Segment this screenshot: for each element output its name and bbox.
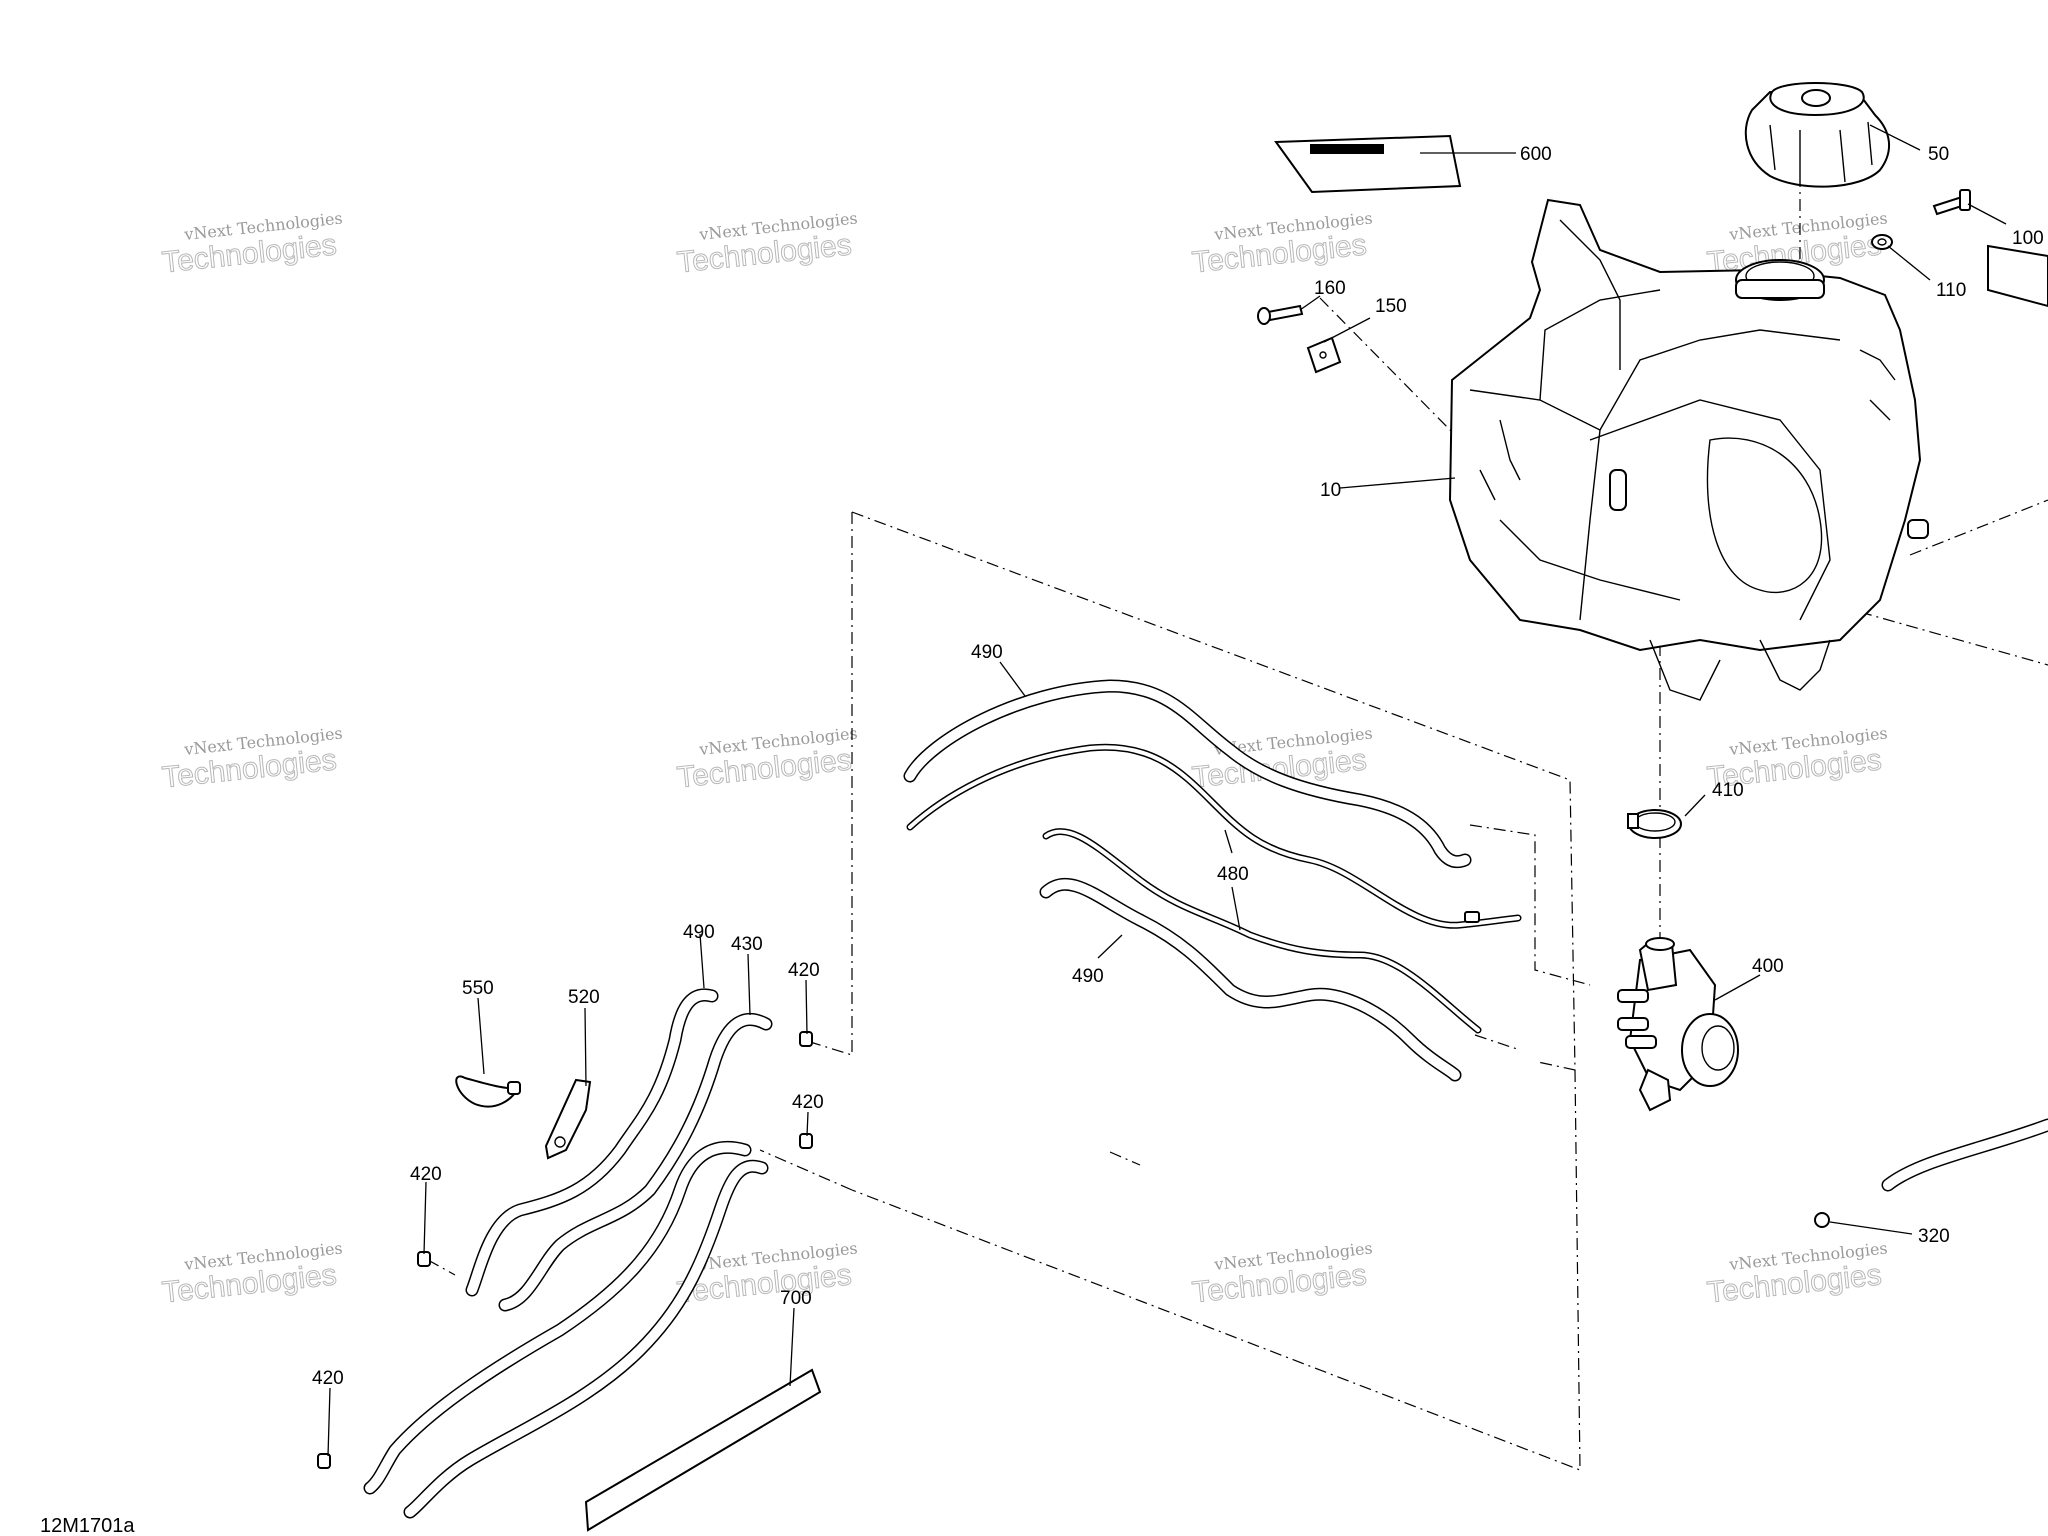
callout-600: 600 [1520,144,1552,165]
callout-410: 410 [1712,780,1744,801]
callout-50: 50 [1928,144,1949,165]
fuel-cap[interactable] [1744,82,1891,188]
hose-430[interactable] [498,1013,773,1312]
callout-480: 480 [1217,864,1249,885]
line-480-lower[interactable] [1042,828,1482,1034]
hose-320[interactable] [1814,1118,2048,1228]
clip-420-c[interactable] [417,1251,431,1267]
fuel-tank[interactable] [1448,198,1929,701]
callout-490-lower: 490 [683,922,715,943]
line-480-upper[interactable] [906,743,1522,929]
callout-150: 150 [1375,296,1407,317]
callout-420-b: 420 [792,1092,824,1113]
callout-420-a: 420 [788,960,820,981]
callout-400: 400 [1752,956,1784,977]
callout-320: 320 [1918,1226,1950,1247]
screw-160[interactable] [1257,304,1304,325]
callout-700: 700 [780,1288,812,1309]
clip-420-a[interactable] [799,1031,813,1047]
callout-490-upper: 490 [971,642,1003,663]
callout-430: 430 [731,934,763,955]
clip-550[interactable] [455,1075,521,1108]
screw-100[interactable] [1932,189,1971,216]
callout-520: 520 [568,987,600,1008]
washer-110[interactable] [1871,234,1893,250]
hose-490-upper[interactable] [903,679,1472,869]
callout-labels: 600 50 100 110 160 150 10 490 480 490 41… [312,144,2044,1389]
clip-420-d[interactable] [317,1453,331,1469]
callout-550: 550 [462,978,494,999]
bracket-520[interactable] [544,1078,592,1160]
callout-10: 10 [1320,480,1341,501]
strip-part[interactable] [1987,244,2048,308]
callout-420-d: 420 [312,1368,344,1389]
callout-420-c: 420 [410,1164,442,1185]
hose-lower-b[interactable] [403,1159,769,1519]
hose-lower-a[interactable] [363,1140,752,1495]
leader-lines [327,124,2007,1457]
reference-code: 12M1701a [40,1515,135,1536]
label-700[interactable] [584,1368,822,1532]
hose-490-mid[interactable] [1039,877,1462,1082]
callout-490-mid: 490 [1072,966,1104,987]
callout-160: 160 [1314,278,1346,299]
callout-110: 110 [1936,280,1966,301]
clip-150[interactable] [1306,336,1342,374]
hose-490-lower[interactable] [465,988,719,1297]
callout-100: 100 [2012,228,2044,249]
decal-600[interactable] [1274,134,1462,194]
clip-420-b[interactable] [799,1133,813,1149]
clamp-410[interactable] [1627,809,1682,839]
fuel-pump-400[interactable] [1617,937,1739,1112]
